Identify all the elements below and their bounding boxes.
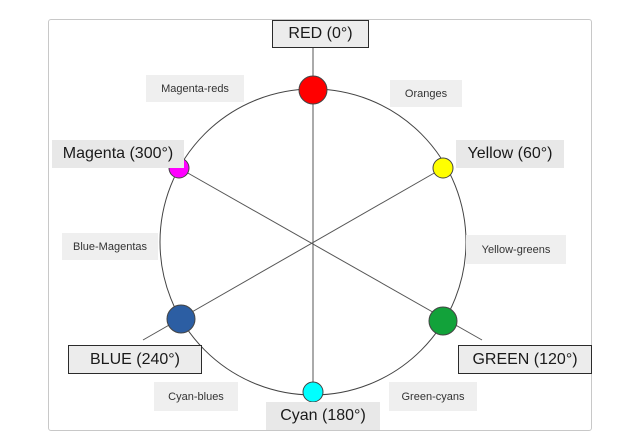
label-oranges: Oranges — [390, 80, 462, 107]
label-yellow: Yellow (60°) — [456, 140, 564, 168]
label-red: RED (0°) — [272, 20, 369, 48]
cyan-dot — [302, 381, 324, 403]
red-dot — [298, 75, 328, 105]
yellow-dot — [432, 157, 454, 179]
label-magenta: Magenta (300°) — [52, 140, 184, 168]
label-yellow-greens: Yellow-greens — [466, 235, 566, 264]
label-cyan: Cyan (180°) — [266, 402, 380, 430]
green-dot — [428, 306, 458, 336]
label-magenta-reds: Magenta-reds — [146, 75, 244, 102]
label-blue: BLUE (240°) — [68, 345, 202, 374]
label-cyan-blues: Cyan-blues — [154, 382, 238, 411]
label-green: GREEN (120°) — [458, 345, 592, 374]
axis-magenta-green — [178, 167, 483, 341]
blue-dot — [166, 304, 196, 334]
label-green-cyans: Green-cyans — [389, 382, 477, 411]
label-blue-magentas: Blue-Magentas — [62, 233, 158, 260]
